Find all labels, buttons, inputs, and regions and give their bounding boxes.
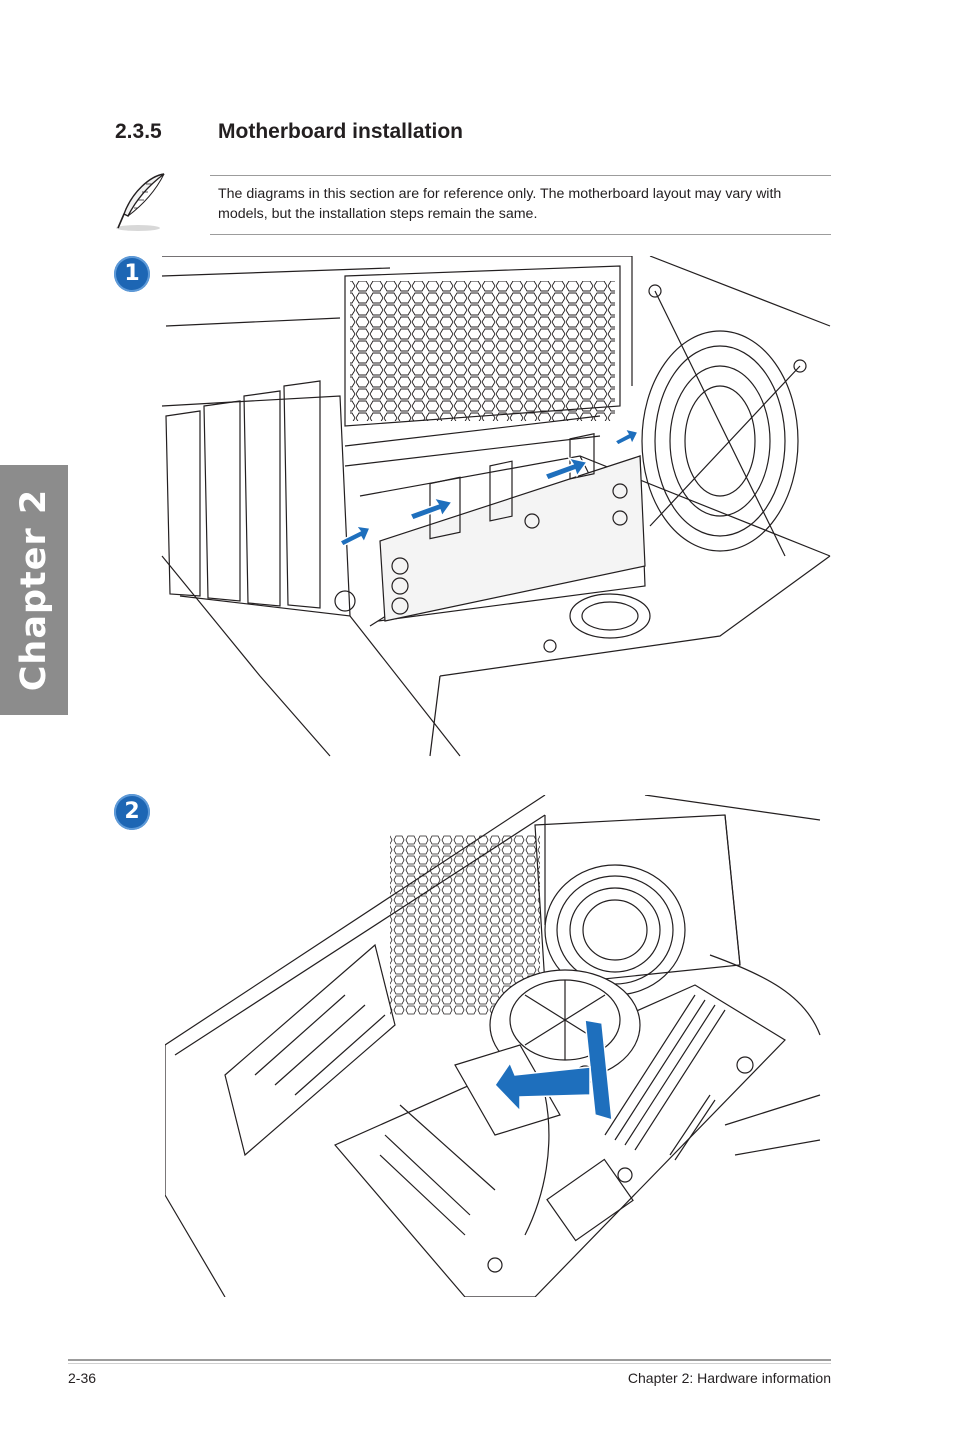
- section-number: 2.3.5: [115, 120, 162, 143]
- page-number: 2-36: [68, 1370, 97, 1386]
- footer-chapter-title: Chapter 2: Hardware information: [627, 1370, 831, 1386]
- step-1-badge: 1: [114, 256, 150, 292]
- section-heading: 2.3.5 Motherboard installation: [115, 120, 463, 144]
- section-title: Motherboard installation: [218, 120, 464, 143]
- note-text: The diagrams in this section are for ref…: [218, 186, 782, 222]
- note-rule-bottom: [210, 234, 831, 235]
- io-shield-installation-diagram: [161, 256, 831, 757]
- motherboard-placement-diagram: [165, 795, 821, 1297]
- footer-rule: [68, 1359, 831, 1361]
- feather-pen-icon: [116, 173, 165, 231]
- footer-rule-thin: [68, 1363, 831, 1364]
- note-rule-top: [210, 175, 831, 176]
- chapter-side-tab: Chapter 2: [0, 465, 68, 715]
- chapter-tab-label: Chapter 2: [14, 488, 54, 692]
- step-2-badge: 2: [114, 794, 150, 830]
